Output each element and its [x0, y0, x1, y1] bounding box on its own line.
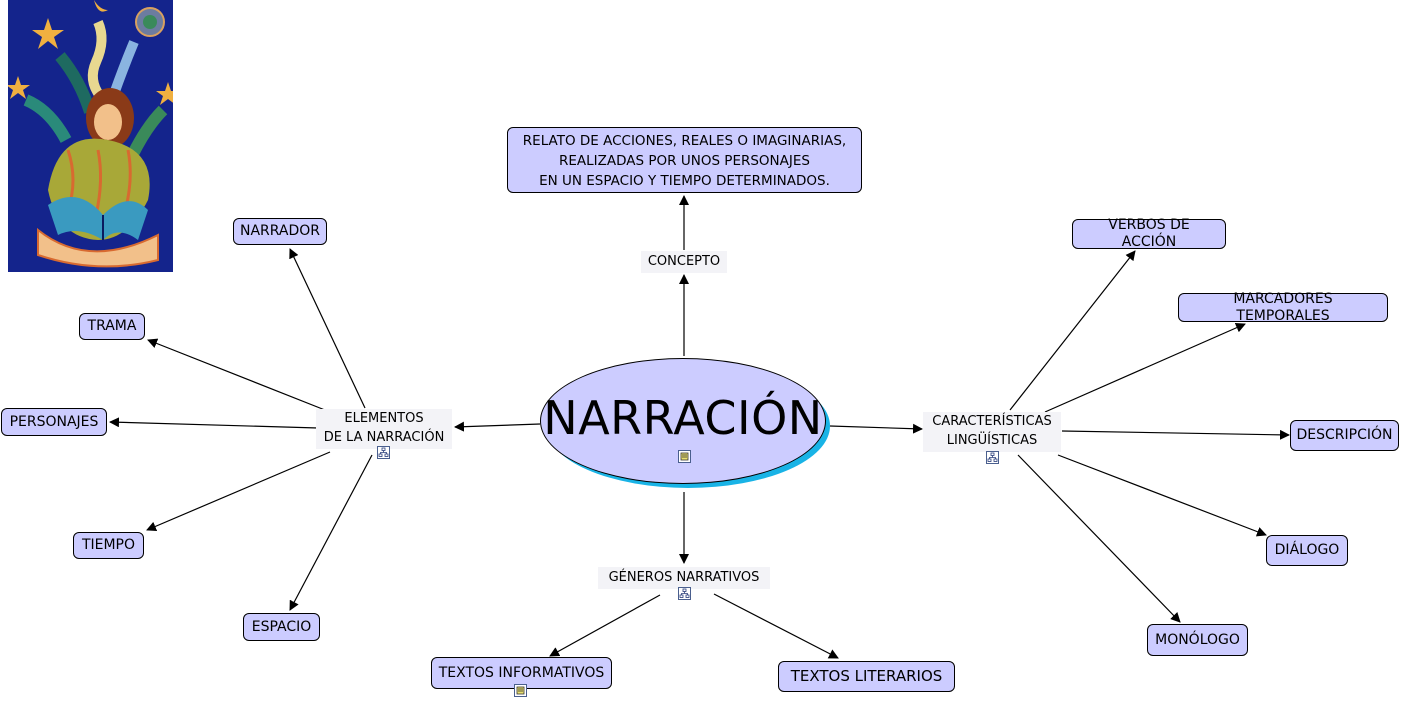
node-verbos-label: VERBOS DE ACCIÓN [1108, 217, 1190, 250]
link-label-generos[interactable]: GÉNEROS NARRATIVOS [598, 567, 770, 589]
link-label-elementos[interactable]: ELEMENTOS DE LA NARRACIÓN [316, 409, 452, 449]
concept-line-3: EN UN ESPACIO Y TIEMPO DETERMINADOS. [539, 173, 830, 189]
node-trama[interactable]: TRAMA [79, 313, 145, 340]
link-label-elementos-line1: ELEMENTOS [344, 411, 424, 426]
document-icon[interactable] [678, 450, 691, 463]
node-descripcion[interactable]: DESCRIPCIÓN [1290, 420, 1399, 451]
node-narrador-label: NARRADOR [239, 223, 321, 239]
node-narrador[interactable]: NARRADOR [233, 218, 327, 245]
storyteller-illustration [8, 0, 173, 272]
node-marcadores-temporales[interactable]: MARCADORES TEMPORALES [1178, 290, 1388, 324]
concept-map-icon[interactable] [986, 451, 999, 464]
link-label-generos-text: GÉNEROS NARRATIVOS [608, 570, 760, 585]
node-marcadores-label: MARCADORES TEMPORALES [1233, 290, 1333, 324]
document-icon[interactable] [514, 684, 527, 697]
concept-map-icon[interactable] [377, 446, 390, 459]
edge-car-descripcion [1061, 429, 1290, 440]
main-node-wrapper: NARRACIÓN [540, 358, 830, 490]
edge-elementos-trama [147, 338, 331, 413]
node-monologo-label: MONÓLOGO [1155, 631, 1240, 648]
edge-generos-literarios [713, 593, 839, 659]
node-monologo[interactable]: MONÓLOGO [1147, 624, 1248, 656]
edge-main-elementos [454, 421, 541, 432]
node-espacio[interactable]: ESPACIO [243, 613, 320, 641]
edge-elementos-personajes [109, 417, 319, 429]
node-personajes[interactable]: PERSONAJES [1, 408, 107, 436]
link-label-concepto[interactable]: CONCEPTO [641, 251, 727, 273]
edge-generos-informativos [549, 594, 661, 657]
edge-car-dialogo [1057, 454, 1267, 537]
edge-elementos-narrador [289, 248, 366, 409]
node-tiempo[interactable]: TIEMPO [73, 532, 144, 559]
edge-car-monologo [1017, 454, 1181, 623]
link-label-caracteristicas[interactable]: CARACTERÍSTICAS LINGÜÍSTICAS [923, 412, 1061, 452]
concept-line-1: RELATO DE ACCIONES, REALES O IMAGINARIAS… [522, 133, 847, 149]
concept-definition-node[interactable]: RELATO DE ACCIONES, REALES O IMAGINARIAS… [507, 127, 862, 193]
edge-car-verbos [1009, 250, 1136, 411]
node-textos-informativos-label: TEXTOS INFORMATIVOS [438, 664, 605, 681]
link-label-caracteristicas-line2: LINGÜÍSTICAS [946, 433, 1038, 448]
node-dialogo-label: DIÁLOGO [1274, 542, 1340, 558]
node-trama-label: TRAMA [87, 318, 137, 334]
node-textos-literarios[interactable]: TEXTOS LITERARIOS [778, 661, 955, 692]
edge-elementos-espacio [289, 454, 373, 611]
concept-line-2: REALIZADAS POR UNOS PERSONAJES [559, 153, 810, 169]
edge-elementos-tiempo [146, 451, 331, 532]
link-label-concepto-text: CONCEPTO [647, 254, 721, 269]
link-label-elementos-line2: DE LA NARRACIÓN [323, 430, 445, 445]
node-descripcion-label: DESCRIPCIÓN [1296, 427, 1393, 443]
node-personajes-label: PERSONAJES [9, 413, 99, 430]
main-node-narracion[interactable]: NARRACIÓN [540, 358, 826, 484]
edge-main-caracteristicas [829, 423, 923, 434]
node-espacio-label: ESPACIO [251, 618, 312, 635]
node-textos-literarios-label: TEXTOS LITERARIOS [790, 667, 943, 685]
node-tiempo-label: TIEMPO [81, 537, 136, 553]
node-verbos-de-accion[interactable]: VERBOS DE ACCIÓN [1072, 217, 1226, 250]
edge-car-marcadores [1044, 323, 1246, 413]
node-dialogo[interactable]: DIÁLOGO [1266, 535, 1348, 566]
link-label-caracteristicas-line1: CARACTERÍSTICAS [932, 414, 1052, 429]
main-node-title: NARRACIÓN [543, 391, 823, 445]
concept-map-icon[interactable] [678, 587, 691, 600]
